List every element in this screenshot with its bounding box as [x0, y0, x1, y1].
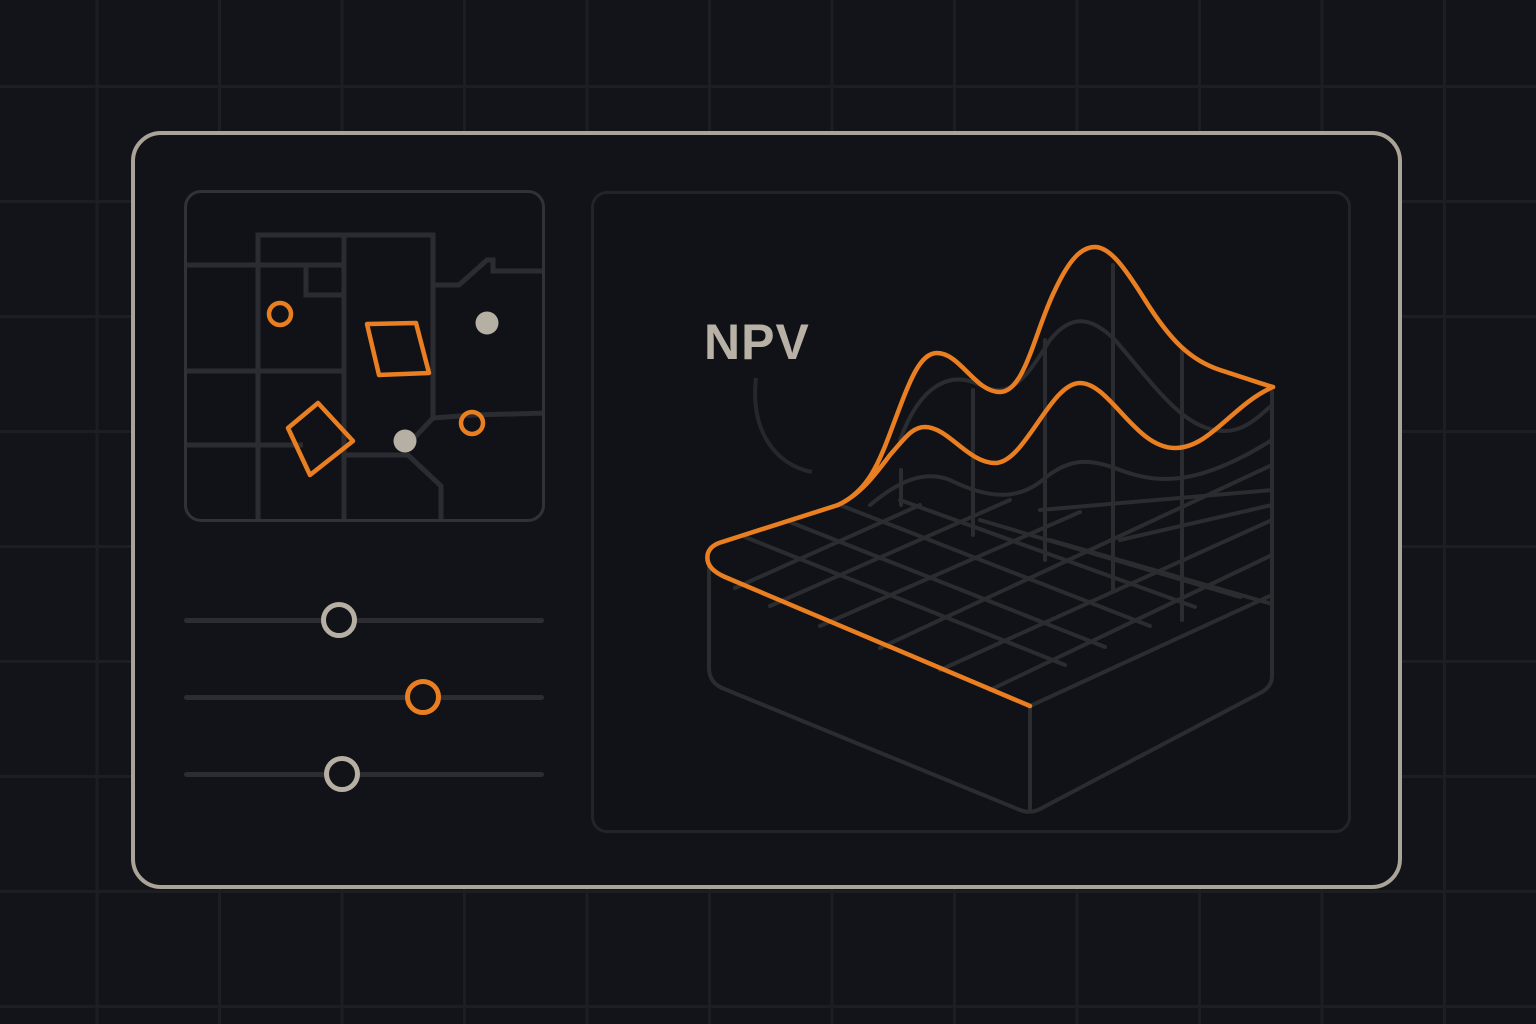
slider-track[interactable] — [184, 695, 544, 700]
map-marker-ring-icon[interactable] — [458, 409, 486, 437]
parameter-slider-3[interactable] — [184, 754, 544, 794]
parameter-slider-2[interactable] — [184, 677, 544, 717]
parcel-rhombus-icon[interactable] — [364, 320, 432, 378]
map-marker-dot-icon[interactable] — [393, 429, 417, 453]
slider-thumb[interactable] — [324, 756, 360, 792]
slider-thumb-active[interactable] — [405, 679, 441, 715]
map-marker-ring-icon[interactable] — [266, 300, 294, 328]
parcel-quad-icon[interactable] — [285, 400, 356, 478]
slider-track[interactable] — [184, 618, 544, 623]
map-canvas[interactable] — [187, 193, 545, 522]
npv-chart-label: NPV — [704, 314, 810, 370]
map-panel[interactable] — [184, 190, 545, 522]
parameter-slider-1[interactable] — [184, 600, 544, 640]
npv-chart-panel[interactable] — [591, 191, 1351, 833]
map-streets — [187, 232, 542, 519]
slider-thumb[interactable] — [321, 602, 357, 638]
map-parcels — [266, 300, 486, 478]
map-marker-dot-icon[interactable] — [475, 311, 499, 335]
slider-track[interactable] — [184, 772, 544, 777]
